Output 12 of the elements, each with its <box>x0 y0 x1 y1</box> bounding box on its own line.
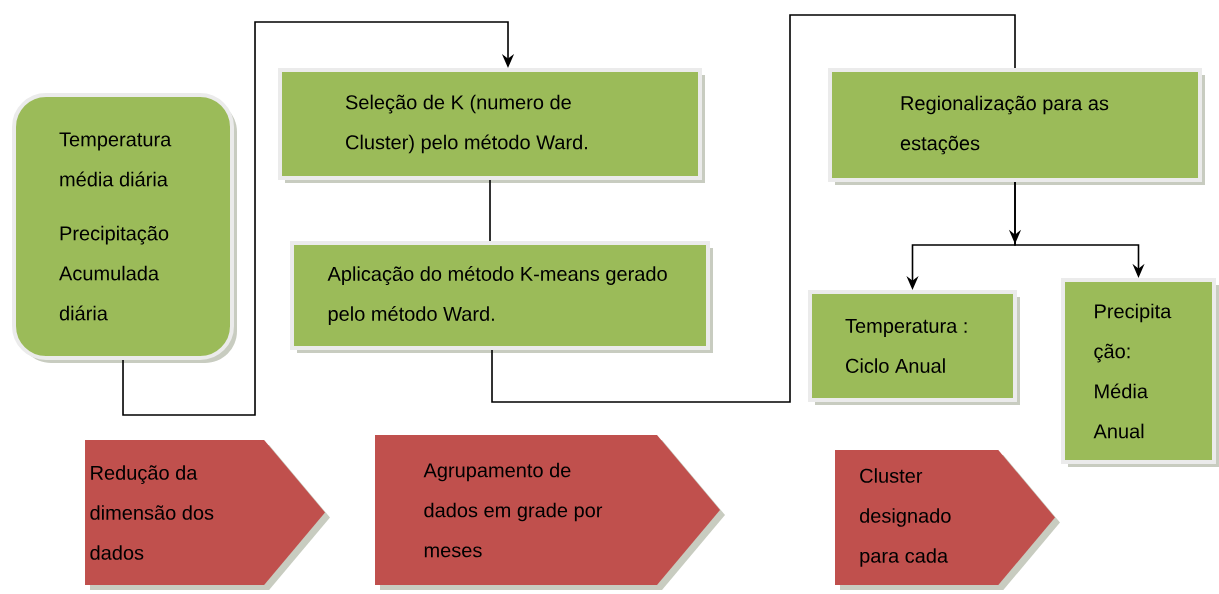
process-box: Seleção de K (numero de Cluster) pelo método Ward. <box>278 68 705 183</box>
rounded-box: Temperatura média diária Precipitação Acumulada diária <box>12 93 237 363</box>
process-box: Temperatura : Ciclo Anual <box>808 290 1020 405</box>
pentagon-box: Agrupamento de dados em grade por meses <box>375 435 725 590</box>
process-box: Regionalização para as estações <box>828 68 1205 185</box>
process-box: Precipita ção: Média Anual <box>1061 278 1219 467</box>
pentagon-box: Redução da dimensão dos dados <box>85 440 330 590</box>
connector-line <box>489 179 491 242</box>
connector-line <box>491 14 1016 403</box>
arrow <box>122 21 515 416</box>
process-box: Aplicação do método K-means gerado pelo método Ward. <box>290 241 713 353</box>
pentagon-box: Cluster designado para cada <box>835 450 1060 590</box>
